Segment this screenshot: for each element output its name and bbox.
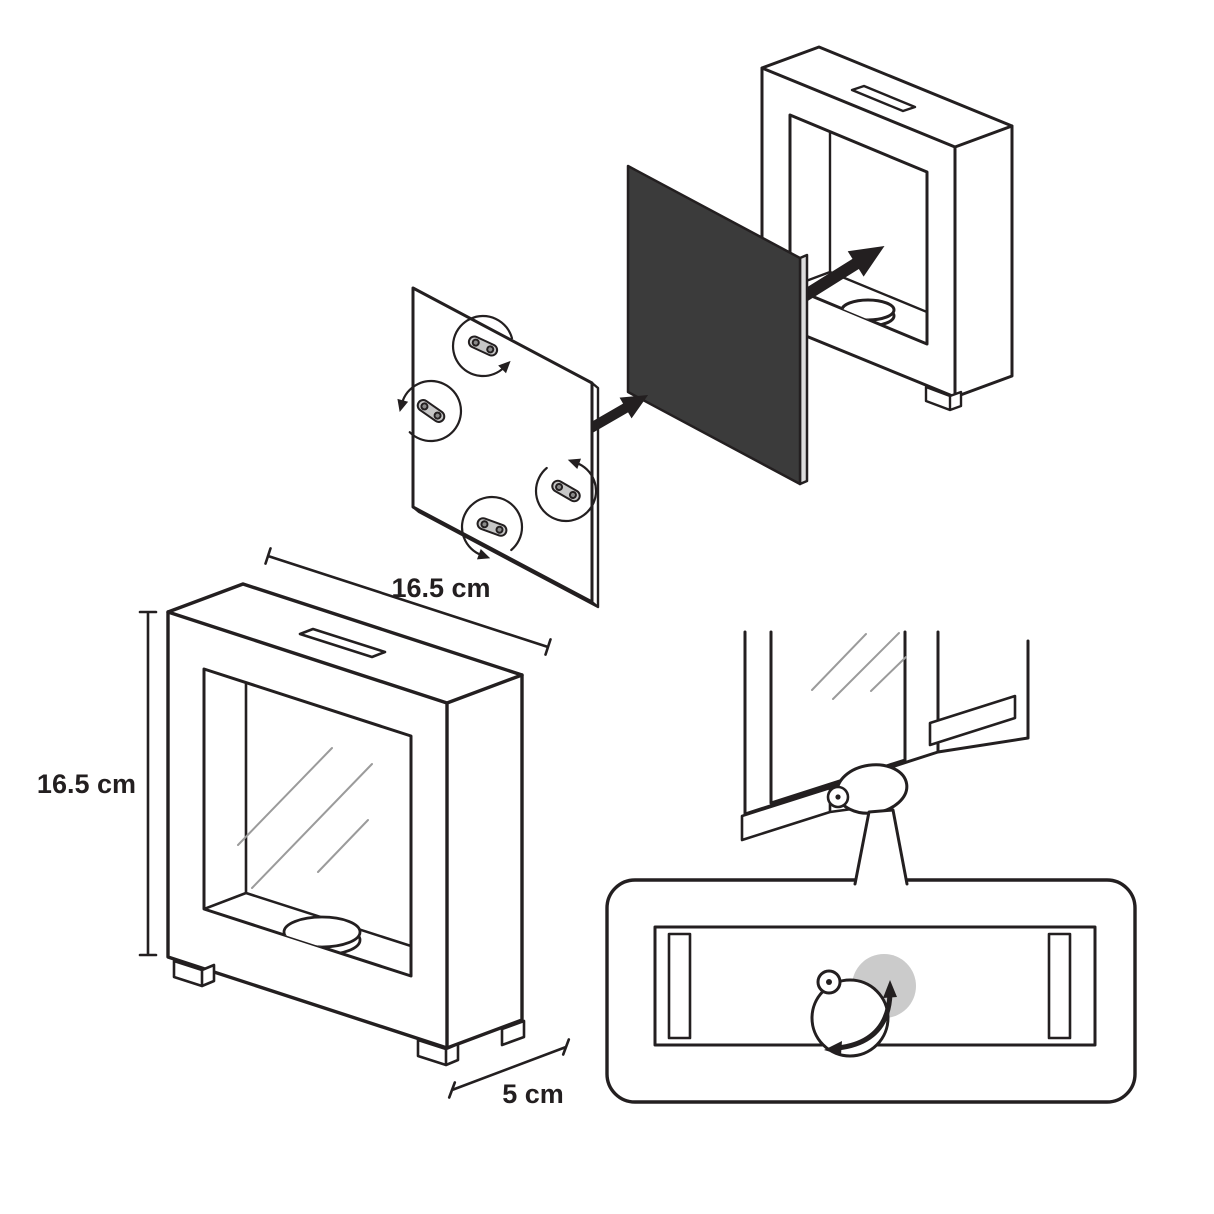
coin-slot <box>298 627 387 659</box>
depth-dimension-label: 5 cm <box>502 1079 564 1109</box>
rotate-arrow-icon <box>835 991 893 1051</box>
back-panel <box>397 286 600 609</box>
clip-rivet <box>495 525 504 534</box>
dimensions: 16.5 cm 16.5 cm 5 cm <box>37 547 571 1109</box>
back-panel-outline <box>411 286 594 604</box>
frame-feet <box>172 959 526 1067</box>
frame-edges <box>760 66 1014 399</box>
width-dimension-line <box>264 547 552 656</box>
swivel-clip <box>476 517 508 537</box>
twist-lock-callout <box>605 808 1137 1104</box>
coin-slot <box>850 84 917 113</box>
glass-reflection-hatch <box>811 632 907 700</box>
height-dimension-label: 16.5 cm <box>37 769 136 799</box>
rotate-arrow-icon <box>534 458 598 523</box>
swivel-clip <box>551 479 581 503</box>
depth-dimension-line <box>447 1038 571 1099</box>
clip-rivet <box>471 338 480 347</box>
foot-slot-right <box>1047 932 1072 1040</box>
clip-rivet <box>420 402 429 411</box>
foot-slot-left <box>667 932 692 1040</box>
frame-opening <box>202 667 413 978</box>
money-box-dimensioned <box>166 582 526 1067</box>
photo-panel-face <box>626 164 802 486</box>
twist-lock-pin <box>835 794 841 800</box>
glass-reflection-hatch <box>237 747 373 889</box>
rotate-arrow-head <box>824 1041 842 1055</box>
rotate-arrow-icon <box>460 495 524 560</box>
insert-photo-arrow <box>794 245 885 306</box>
money-box-frame <box>760 45 1014 412</box>
rotate-arrow-icon <box>451 314 514 378</box>
frame-edges <box>166 610 524 1050</box>
swivel-clip <box>416 399 446 423</box>
width-dimension-label: 16.5 cm <box>391 573 490 603</box>
back-panel-thickness <box>411 381 600 609</box>
arrow-icon <box>794 245 885 306</box>
rotate-arrow-head <box>883 980 897 998</box>
clip-rivet <box>568 491 577 499</box>
clip-rivet <box>555 483 564 491</box>
coin-hole <box>282 915 362 949</box>
rotate-arrow-icon <box>397 379 463 443</box>
clip-rivet <box>433 411 442 420</box>
swivel-clip <box>467 335 499 357</box>
clip-rivet <box>486 345 495 354</box>
twist-lock-pin <box>826 979 832 985</box>
photo-panel <box>626 164 809 486</box>
height-dimension-line <box>138 610 158 957</box>
underside-detail <box>740 630 1030 842</box>
clip-rivet <box>480 520 489 529</box>
callout-pointer <box>853 808 909 886</box>
